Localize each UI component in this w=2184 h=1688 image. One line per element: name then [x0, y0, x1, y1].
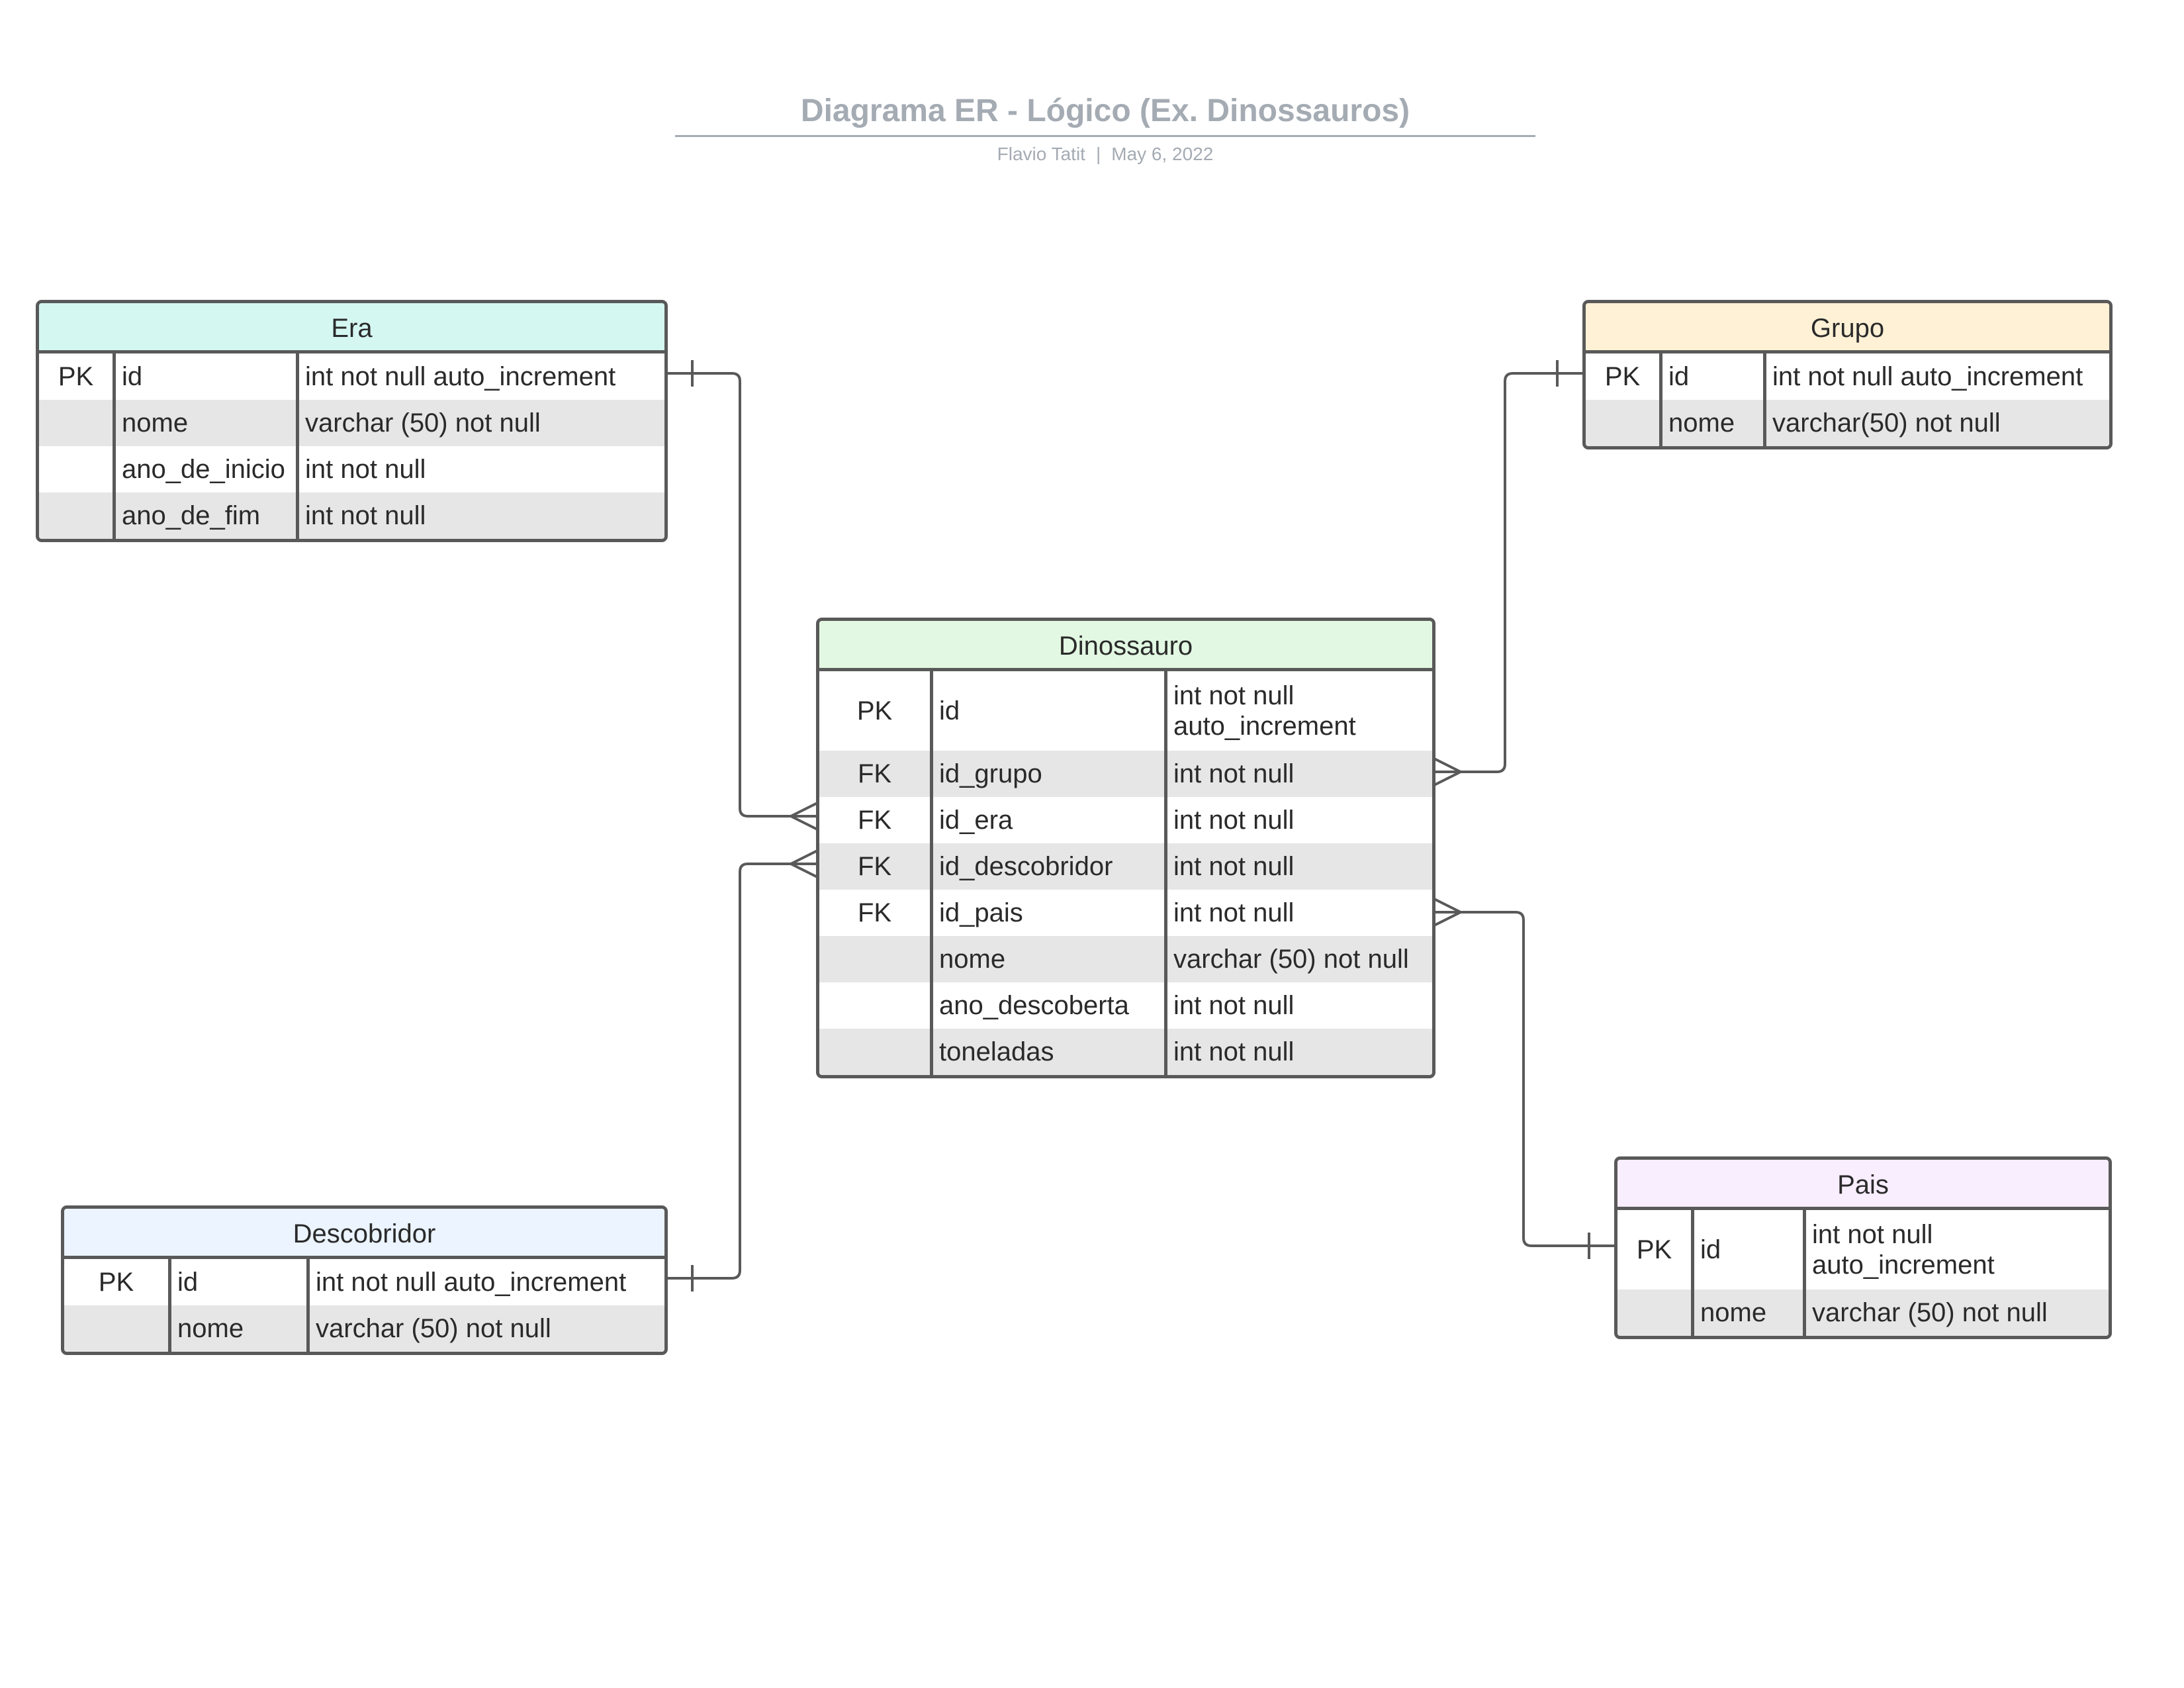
- table-row: FK id_era int not null: [819, 797, 1432, 843]
- table-row: nome varchar(50) not null: [1586, 400, 2109, 446]
- field-type: int not null: [1173, 852, 1295, 881]
- field-type: int not null: [1173, 991, 1295, 1020]
- field-name: ano_de_inicio: [116, 446, 299, 492]
- table-row: toneladas int not null: [819, 1029, 1432, 1075]
- diagram-date: May 6, 2022: [1111, 144, 1214, 164]
- diagram-header: Diagrama ER - Lógico (Ex. Dinossauros) F…: [675, 90, 1535, 165]
- key-label: PK: [819, 671, 933, 751]
- table-row: PK id int not null auto_increment: [819, 671, 1432, 751]
- field-name: nome: [1662, 400, 1766, 446]
- key-label: FK: [819, 843, 933, 890]
- entity-title: Pais: [1617, 1160, 2109, 1210]
- field-name: id_pais: [933, 890, 1167, 936]
- key-label: FK: [819, 890, 933, 936]
- table-row: PK id int not null auto_increment: [64, 1259, 664, 1305]
- field-type: int not null: [1173, 759, 1295, 788]
- key-label: [819, 1029, 933, 1075]
- key-label: PK: [1617, 1210, 1694, 1289]
- field-name: toneladas: [933, 1029, 1167, 1075]
- connector-pais-dinossauro: [1433, 898, 1615, 1259]
- field-name: id_descobridor: [933, 843, 1167, 890]
- entity-title: Grupo: [1586, 303, 2109, 353]
- field-name: nome: [116, 400, 299, 446]
- key-label: PK: [39, 353, 116, 400]
- field-type: varchar (50) not null: [1173, 945, 1409, 974]
- entity-grupo[interactable]: Grupo PK id int not null auto_increment …: [1582, 300, 2113, 449]
- key-label: FK: [819, 797, 933, 843]
- key-label: [819, 936, 933, 982]
- field-name: ano_de_fim: [116, 492, 299, 539]
- key-label: PK: [64, 1259, 171, 1305]
- table-row: ano_de_inicio int not null: [39, 446, 664, 492]
- key-label: [819, 982, 933, 1029]
- field-name: id_era: [933, 797, 1167, 843]
- field-type: int not null auto_increment: [1173, 681, 1356, 741]
- field-name: id: [171, 1259, 310, 1305]
- entity-title: Dinossauro: [819, 621, 1432, 671]
- field-type: int not null: [305, 501, 426, 530]
- connector-grupo-dinossauro: [1433, 360, 1584, 786]
- field-type: int not null: [1173, 1037, 1295, 1066]
- field-name: nome: [1694, 1289, 1806, 1336]
- field-name: ano_descoberta: [933, 982, 1167, 1029]
- table-row: ano_de_fim int not null: [39, 492, 664, 539]
- table-row: ano_descoberta int not null: [819, 982, 1432, 1029]
- table-row: nome varchar (50) not null: [1617, 1289, 2109, 1336]
- table-row: nome varchar (50) not null: [64, 1305, 664, 1352]
- field-type: varchar(50) not null: [1772, 408, 2001, 438]
- entity-era[interactable]: Era PK id int not null auto_increment no…: [36, 300, 668, 542]
- field-name: id: [116, 353, 299, 400]
- key-label: [39, 492, 116, 539]
- author-name: Flavio Tatit: [997, 144, 1085, 164]
- field-type: int not null auto_increment: [316, 1268, 627, 1297]
- diagram-title: Diagrama ER - Lógico (Ex. Dinossauros): [800, 93, 1410, 128]
- table-row: PK id int not null auto_increment: [39, 353, 664, 400]
- entity-pais[interactable]: Pais PK id int not null auto_increment n…: [1614, 1156, 2112, 1339]
- table-row: nome varchar (50) not null: [39, 400, 664, 446]
- field-type: int not null auto_increment: [1812, 1220, 1995, 1280]
- table-row: PK id int not null auto_increment: [1617, 1210, 2109, 1289]
- table-row: FK id_grupo int not null: [819, 751, 1432, 797]
- key-label: [39, 400, 116, 446]
- field-name: id: [1694, 1210, 1806, 1289]
- table-row: FK id_pais int not null: [819, 890, 1432, 936]
- field-name: nome: [933, 936, 1167, 982]
- field-type: int not null: [1173, 806, 1295, 835]
- connector-descobridor-dinossauro: [666, 849, 818, 1291]
- field-type: int not null auto_increment: [1772, 362, 2083, 391]
- key-label: [64, 1305, 171, 1352]
- title-underline: [675, 135, 1535, 137]
- connector-era-dinossauro: [666, 360, 818, 831]
- key-label: FK: [819, 751, 933, 797]
- field-name: id_grupo: [933, 751, 1167, 797]
- table-row: PK id int not null auto_increment: [1586, 353, 2109, 400]
- key-label: [1617, 1289, 1694, 1336]
- field-type: varchar (50) not null: [316, 1314, 551, 1343]
- field-type: varchar (50) not null: [305, 408, 541, 438]
- subtitle-separator: |: [1095, 144, 1101, 164]
- key-label: [1586, 400, 1662, 446]
- entity-title: Descobridor: [64, 1209, 664, 1259]
- field-type: varchar (50) not null: [1812, 1298, 2048, 1327]
- table-row: nome varchar (50) not null: [819, 936, 1432, 982]
- diagram-subtitle: Flavio Tatit | May 6, 2022: [675, 144, 1535, 165]
- field-type: int not null auto_increment: [305, 362, 616, 391]
- field-type: int not null: [305, 455, 426, 484]
- field-name: id: [933, 671, 1167, 751]
- entity-title: Era: [39, 303, 664, 353]
- field-type: int not null: [1173, 898, 1295, 927]
- entity-dinossauro[interactable]: Dinossauro PK id int not null auto_incre…: [816, 618, 1435, 1078]
- key-label: [39, 446, 116, 492]
- entity-descobridor[interactable]: Descobridor PK id int not null auto_incr…: [61, 1205, 668, 1355]
- field-name: id: [1662, 353, 1766, 400]
- field-name: nome: [171, 1305, 310, 1352]
- table-row: FK id_descobridor int not null: [819, 843, 1432, 890]
- key-label: PK: [1586, 353, 1662, 400]
